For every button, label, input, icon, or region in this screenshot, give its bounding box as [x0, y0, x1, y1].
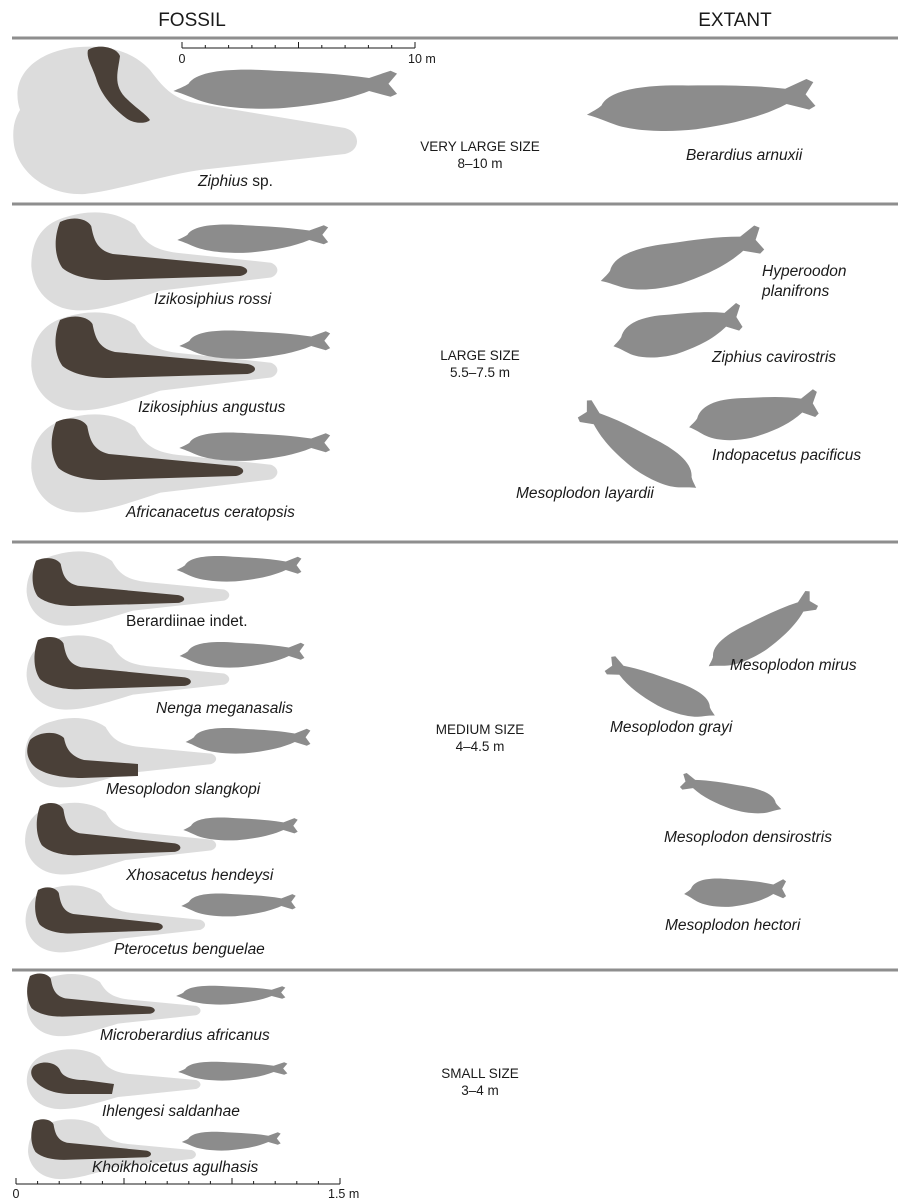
- izikosiphius-angustus-silhouette: [179, 331, 330, 359]
- category-very-large: VERY LARGE SIZE: [420, 139, 540, 154]
- hyperoodon-planifrons-silhouette: [596, 223, 768, 300]
- africanacetus-silhouette: [179, 433, 330, 461]
- skull-scale-bar: 0 1.5 m: [13, 1178, 360, 1201]
- label-mesoplodon-mirus: Mesoplodon mirus: [730, 657, 857, 674]
- label-izikosiphius-angustus: Izikosiphius angustus: [138, 399, 286, 416]
- pterocetus-silhouette: [181, 893, 295, 916]
- label-ziphius-cavirostris: Ziphius cavirostris: [711, 349, 836, 366]
- label-izikosiphius-rossi: Izikosiphius rossi: [154, 291, 272, 308]
- label-khoikhoicetus-agulhasis: Khoikhoicetus agulhasis: [92, 1159, 259, 1176]
- label-berardius-arnuxii: Berardius arnuxii: [686, 147, 803, 164]
- microberardius-silhouette: [176, 986, 285, 1005]
- label-microberardius-africanus: Microberardius africanus: [100, 1027, 270, 1044]
- category-large: LARGE SIZE: [440, 348, 520, 363]
- label-ihlengesi-saldanhae: Ihlengesi saldanhae: [102, 1103, 240, 1120]
- ziphius-skull-outline: [13, 47, 357, 194]
- label-berardiinae-indet: Berardiinae indet.: [126, 613, 248, 630]
- slangkopi-silhouette: [186, 728, 311, 754]
- ihlengesi-silhouette: [178, 1062, 287, 1081]
- label-nenga-meganasalis: Nenga meganasalis: [156, 700, 293, 717]
- body-scale-start: 0: [179, 52, 186, 66]
- berardius-arnuxii-silhouette: [585, 77, 817, 135]
- section-medium: Berardiinae indet. Nenga meganasalis Mes…: [25, 551, 857, 958]
- label-ziphius-sp: Ziphius sp.: [197, 173, 273, 190]
- section-very-large: 0 10 m Ziphius sp. VERY LARGE SIZE 8–10 …: [13, 42, 817, 194]
- skull-scale-start: 0: [13, 1187, 20, 1201]
- range-very-large: 8–10 m: [457, 156, 502, 171]
- section-small: Microberardius africanus Ihlengesi salda…: [13, 974, 519, 1201]
- label-pterocetus-benguelae: Pterocetus benguelae: [114, 941, 265, 958]
- label-indopacetus-pacificus: Indopacetus pacificus: [712, 447, 861, 464]
- range-medium: 4–4.5 m: [456, 739, 505, 754]
- ziphius-body-silhouette: [173, 70, 397, 109]
- category-medium: MEDIUM SIZE: [436, 722, 525, 737]
- skull-scale-end: 1.5 m: [328, 1187, 359, 1201]
- range-large: 5.5–7.5 m: [450, 365, 510, 380]
- label-africanacetus-ceratopsis: Africanacetus ceratopsis: [125, 504, 295, 521]
- label-xhosacetus-hendeysi: Xhosacetus hendeysi: [125, 867, 274, 884]
- label-mesoplodon-hectori: Mesoplodon hectori: [665, 917, 801, 934]
- mesoplodon-densirostris-silhouette: [677, 772, 784, 821]
- label-mesoplodon-grayi: Mesoplodon grayi: [610, 719, 733, 736]
- mesoplodon-grayi-silhouette: [600, 654, 722, 728]
- izikosiphius-rossi-silhouette: [177, 225, 328, 253]
- label-planifrons: planifrons: [761, 283, 829, 300]
- label-hyperoodon: Hyperoodon: [762, 263, 846, 280]
- indopacetus-pacificus-silhouette: [687, 388, 820, 446]
- section-large: Izikosiphius rossi Izikosiphius angustus…: [31, 212, 861, 521]
- label-mesoplodon-densirostris: Mesoplodon densirostris: [664, 829, 832, 846]
- nenga-silhouette: [180, 642, 305, 668]
- label-mesoplodon-layardii: Mesoplodon layardii: [516, 485, 654, 502]
- range-small: 3–4 m: [461, 1083, 499, 1098]
- khoikhoicetus-silhouette: [182, 1132, 281, 1151]
- category-small: SMALL SIZE: [441, 1066, 519, 1081]
- fossil-column-header: FOSSIL: [158, 10, 226, 31]
- xhosacetus-silhouette: [183, 817, 297, 840]
- mesoplodon-hectori-silhouette: [684, 879, 786, 907]
- extant-column-header: EXTANT: [698, 10, 772, 31]
- label-mesoplodon-slangkopi: Mesoplodon slangkopi: [106, 781, 261, 798]
- body-scale-end: 10 m: [408, 52, 436, 66]
- body-scale-bar: 0 10 m: [179, 42, 436, 66]
- berardiinae-silhouette: [177, 556, 302, 582]
